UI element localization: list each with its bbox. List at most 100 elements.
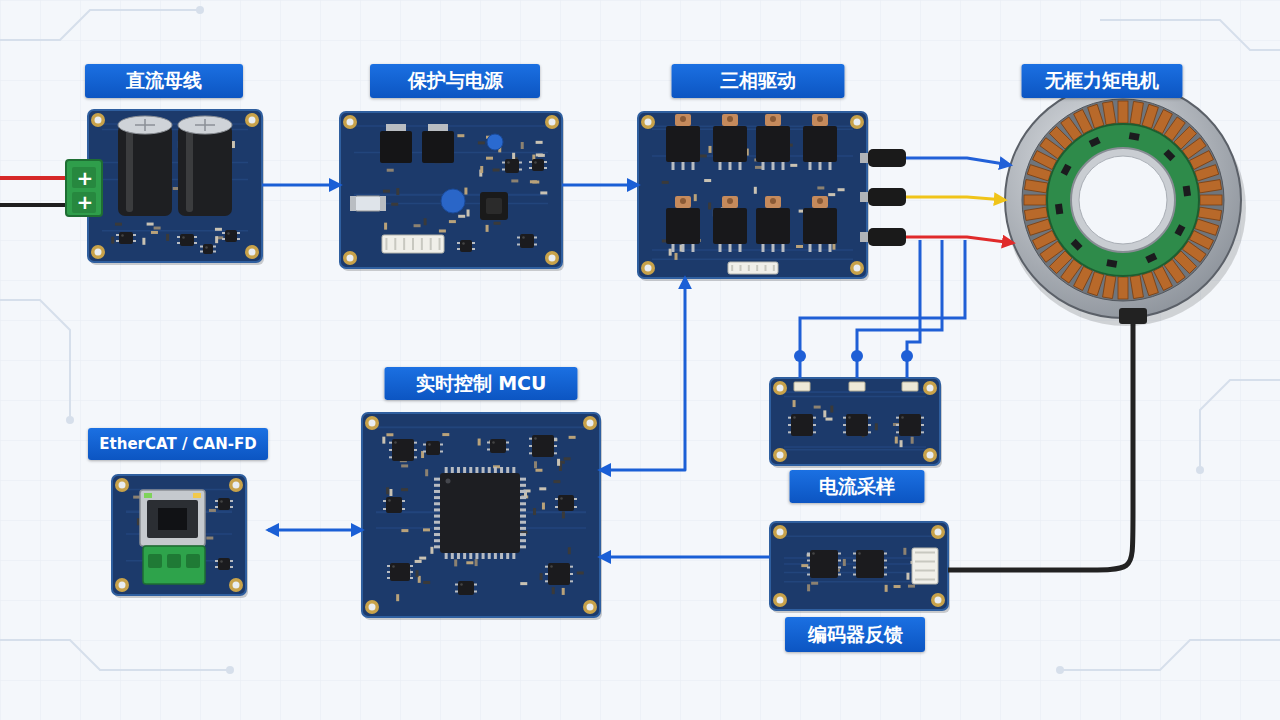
smd-part bbox=[811, 582, 818, 585]
mounting-hole bbox=[233, 582, 240, 589]
smd-part bbox=[838, 188, 845, 191]
chip-pin bbox=[116, 240, 119, 242]
smd-part bbox=[512, 153, 515, 160]
chip-pin bbox=[529, 438, 532, 440]
chip-pin bbox=[838, 560, 841, 562]
mosfet-tab bbox=[675, 114, 691, 126]
mounting-hole bbox=[645, 119, 652, 126]
chip-dot bbox=[392, 565, 395, 568]
pcb-trace bbox=[354, 125, 548, 127]
chip-pin bbox=[230, 560, 233, 562]
ic-chip bbox=[386, 497, 402, 513]
mosfet-pin bbox=[809, 162, 812, 170]
smd-part bbox=[475, 559, 478, 566]
mounting-hole bbox=[95, 249, 102, 256]
chip-pin bbox=[868, 424, 871, 426]
mounting-hole bbox=[95, 117, 102, 124]
smd-part bbox=[535, 469, 542, 472]
hall-sensor bbox=[1163, 149, 1175, 161]
smd-part bbox=[568, 547, 571, 554]
trace-pad bbox=[1196, 466, 1204, 474]
chip-pin bbox=[520, 539, 526, 542]
mounting-hole bbox=[777, 597, 784, 604]
smd-part bbox=[115, 223, 122, 226]
pcb-board bbox=[770, 378, 940, 465]
chip-pin bbox=[474, 591, 477, 593]
pcb-trace bbox=[652, 258, 853, 260]
component-label: 三相驱动 bbox=[672, 64, 845, 98]
chip-pin bbox=[545, 580, 548, 582]
chip-pin bbox=[921, 424, 924, 426]
chip-pin bbox=[853, 560, 856, 562]
mosfet-tab bbox=[812, 196, 828, 208]
ic-chip bbox=[180, 234, 194, 246]
smd-part bbox=[493, 168, 500, 171]
chip-pin bbox=[520, 508, 526, 511]
chip-pin bbox=[434, 490, 440, 493]
stator-coil bbox=[1118, 101, 1128, 123]
arrow-connector bbox=[600, 278, 685, 470]
edge-layer bbox=[262, 158, 1133, 570]
smd-part bbox=[142, 238, 145, 245]
chip-pin bbox=[387, 571, 390, 573]
mosfet-tab bbox=[722, 196, 738, 208]
chip-pin bbox=[457, 242, 460, 244]
connector-details bbox=[0, 149, 906, 246]
mosfet-tab bbox=[770, 116, 776, 122]
chip-pin bbox=[884, 567, 887, 569]
smd-part bbox=[536, 141, 543, 144]
mounting-hole bbox=[347, 255, 354, 262]
smd-part bbox=[166, 234, 169, 241]
smd-part bbox=[562, 511, 565, 518]
chip-pin bbox=[512, 553, 515, 559]
hall-sensor bbox=[1061, 164, 1072, 176]
chip-pin bbox=[529, 167, 532, 169]
ic-chip bbox=[791, 414, 813, 436]
terminal-slot bbox=[186, 554, 200, 568]
smd-part bbox=[383, 190, 390, 193]
chip-dot bbox=[858, 552, 861, 555]
connector-pin bbox=[385, 238, 387, 250]
smd-part bbox=[807, 584, 810, 591]
dc-bus-board: 直流母线 bbox=[85, 64, 262, 262]
chip-pin bbox=[813, 417, 816, 419]
chip-pin bbox=[520, 490, 526, 493]
chip-pin bbox=[554, 452, 557, 454]
hall-sensor bbox=[1106, 259, 1117, 268]
arrow-connector bbox=[562, 184, 638, 187]
trace-pad bbox=[1056, 666, 1064, 674]
status-led bbox=[193, 493, 201, 498]
chip-pin bbox=[387, 577, 390, 579]
mosfet-tab bbox=[727, 116, 733, 122]
mosfet bbox=[803, 126, 837, 162]
mounting-hole bbox=[854, 265, 861, 272]
chip-pin bbox=[502, 169, 505, 171]
rj45-opening bbox=[158, 508, 187, 530]
smd-part bbox=[147, 223, 154, 226]
mounting-hole bbox=[777, 529, 784, 536]
mounting-hole bbox=[931, 593, 945, 607]
terminal-polarity: + bbox=[77, 192, 94, 212]
motor-bore bbox=[1079, 156, 1167, 244]
mcu-board: 实时控制 MCU bbox=[362, 367, 600, 617]
pcb-board bbox=[112, 475, 246, 595]
chip-pin bbox=[520, 533, 526, 536]
chip-pin bbox=[545, 566, 548, 568]
smd-part bbox=[662, 181, 669, 184]
chip-pin bbox=[474, 584, 477, 586]
fieldbus-board-art bbox=[112, 475, 248, 598]
mounting-hole bbox=[91, 245, 105, 259]
connector-pin bbox=[773, 265, 775, 271]
chip-pin bbox=[517, 237, 520, 239]
stator-coil bbox=[1118, 277, 1128, 299]
frameless-motor: 无框力矩电机 bbox=[1005, 64, 1241, 318]
terminal-polarity: + bbox=[77, 168, 94, 188]
phase-plug bbox=[868, 149, 906, 167]
mosfet bbox=[380, 131, 412, 163]
chip-pin bbox=[434, 478, 440, 481]
chip-pin bbox=[520, 545, 526, 548]
smd-part bbox=[885, 585, 888, 592]
chip-dot bbox=[534, 161, 537, 164]
chip-pin bbox=[410, 565, 413, 567]
